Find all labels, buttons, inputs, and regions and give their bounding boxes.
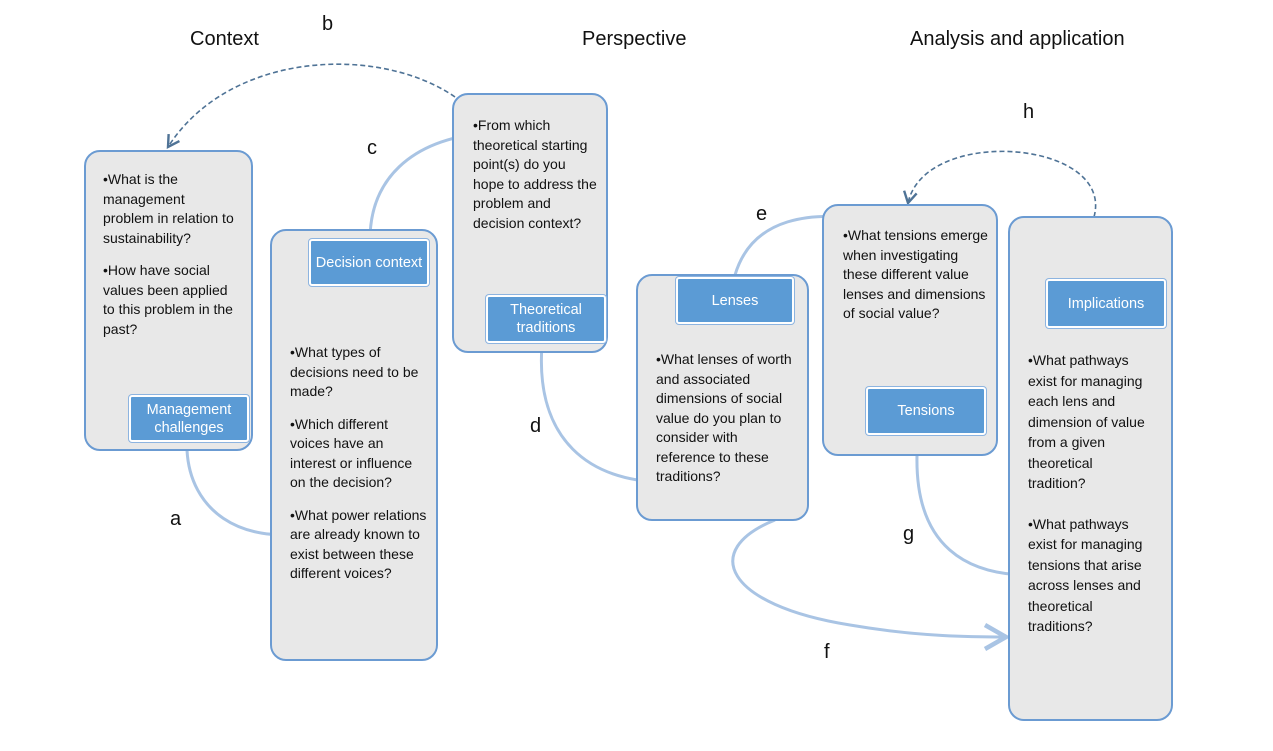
lenses-questions: •What lenses of worth and associated dim… — [656, 350, 796, 500]
connector-label-c: c — [367, 137, 377, 159]
implications-label: Implications — [1046, 279, 1166, 328]
management-challenges-label: Management challenges — [129, 395, 249, 442]
lenses-label: Lenses — [676, 277, 794, 324]
question: •What lenses of worth and associated dim… — [656, 351, 792, 484]
decision-questions: •What types of decisions need to be made… — [290, 343, 430, 597]
connector-label-g: g — [903, 523, 915, 545]
theoretical-questions: •From which theoretical starting point(s… — [473, 116, 598, 246]
connector-label-f: f — [824, 641, 830, 663]
implications-questions: •What pathways exist for managing each l… — [1028, 350, 1148, 650]
question: •What pathways exist for managing tensio… — [1028, 515, 1143, 635]
connector-label-h: h — [1023, 101, 1035, 123]
connector-f — [731, 518, 1011, 651]
column-heading-context: Context — [190, 28, 259, 50]
question: •What tensions emerge when investigating… — [843, 227, 988, 321]
question: •How have social values been applied to … — [103, 262, 233, 337]
column-heading-analysis: Analysis and application — [910, 28, 1125, 50]
question: •What is the management problem in relat… — [103, 171, 234, 246]
decision-context-label: Decision context — [309, 239, 429, 286]
question: •What pathways exist for managing each l… — [1028, 352, 1145, 491]
column-heading-perspective: Perspective — [582, 28, 687, 50]
tensions-questions: •What tensions emerge when investigating… — [843, 226, 993, 337]
connector-label-e: e — [756, 203, 768, 225]
connector-h — [903, 150, 1097, 218]
connector-label-b: b — [322, 13, 334, 35]
question: •What power relations are already known … — [290, 506, 427, 582]
question: •From which theoretical starting point(s… — [473, 117, 597, 231]
connector-label-d: d — [530, 415, 542, 437]
connector-label-a: a — [170, 508, 182, 530]
question: •What types of decisions need to be made… — [290, 344, 419, 399]
decision-box — [270, 229, 438, 661]
tensions-label: Tensions — [866, 387, 986, 435]
question: •Which different voices have an interest… — [290, 415, 413, 491]
management-questions: •What is the management problem in relat… — [103, 170, 238, 352]
connector-b — [166, 63, 456, 150]
theoretical-traditions-label: Theoretical traditions — [486, 295, 606, 343]
